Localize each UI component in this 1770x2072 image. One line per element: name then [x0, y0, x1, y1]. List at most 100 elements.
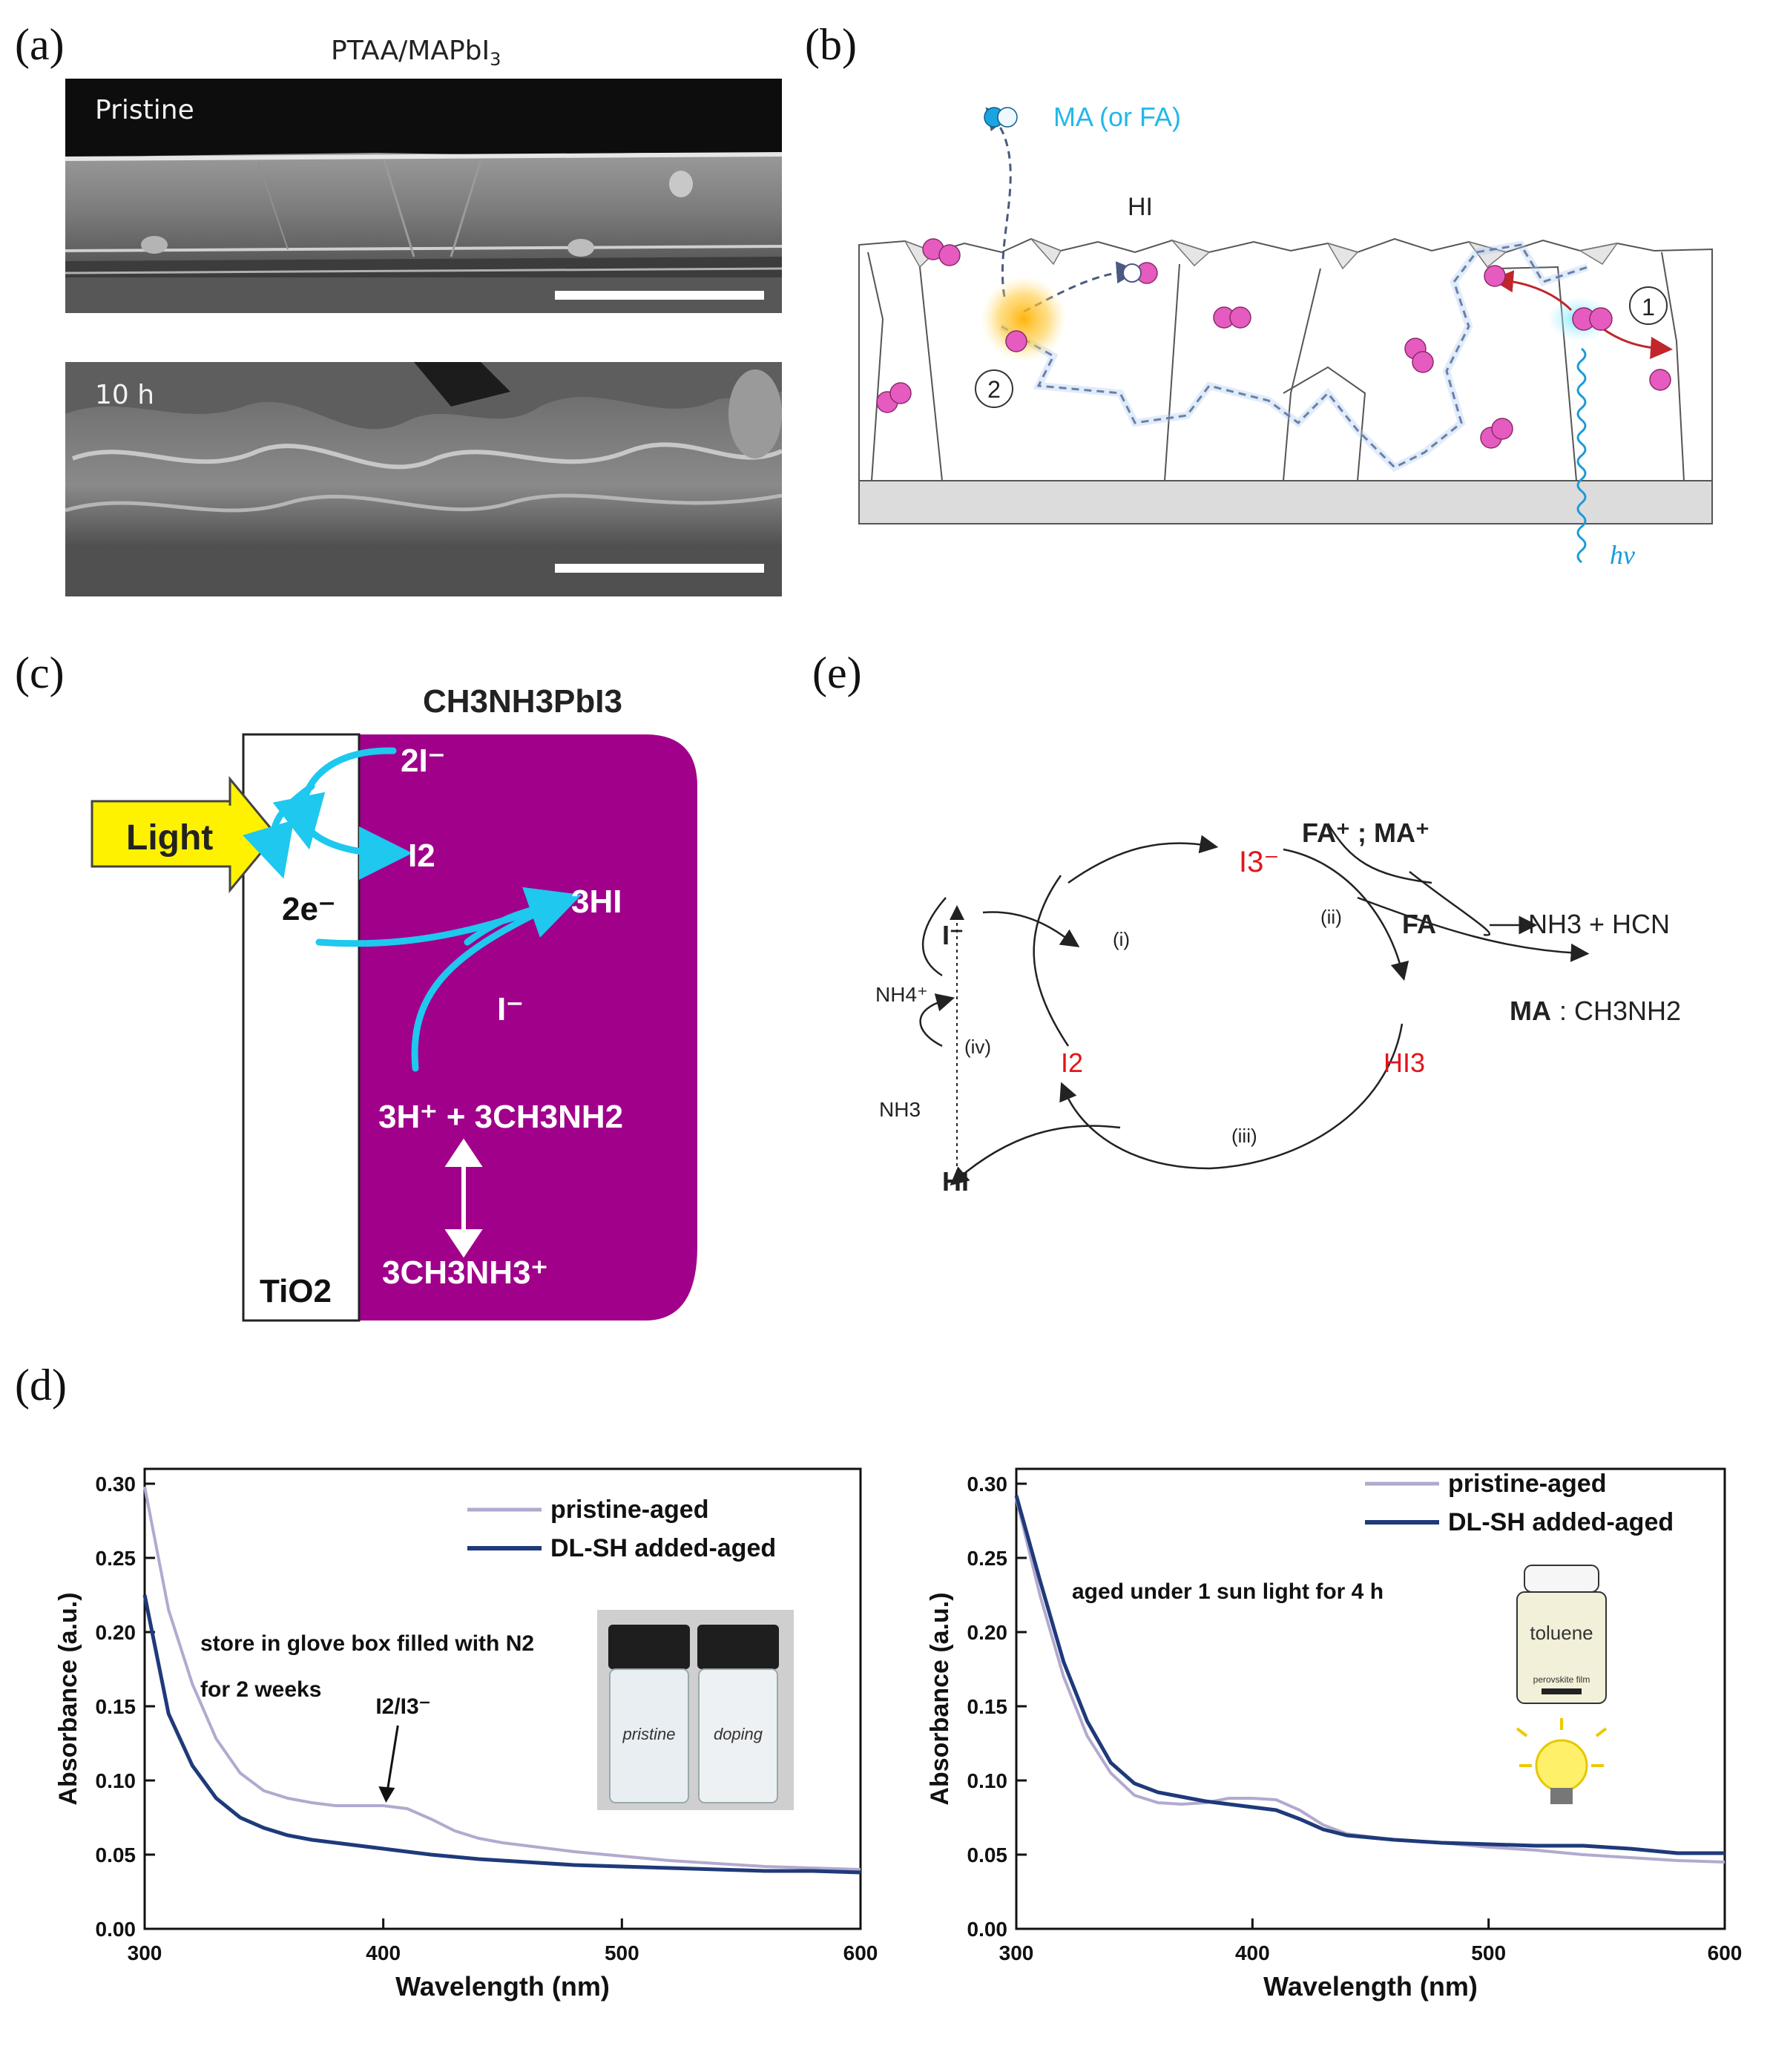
product: 3CH3NH3⁺: [382, 1254, 548, 1291]
panel-a-title: PTAA/MAPbI3: [331, 36, 501, 70]
perovskite-title: CH3NH3PbI3: [423, 683, 622, 720]
e-nh4: NH4⁺: [875, 983, 928, 1006]
scale-bar: [555, 291, 764, 300]
x-tick-label: 400: [1235, 1941, 1270, 1964]
marker-1: 1: [1642, 294, 1655, 320]
e-hi3: HI3: [1384, 1047, 1425, 1078]
annotation-text: store in glove box filled with N2: [200, 1631, 534, 1656]
annotation-text: aged under 1 sun light for 4 h: [1072, 1579, 1384, 1604]
y-tick-label: 0.30: [967, 1473, 1008, 1496]
legend-label: pristine-aged: [1448, 1470, 1606, 1498]
legend-label: pristine-aged: [550, 1496, 708, 1524]
panel-label-e: (e): [812, 648, 862, 697]
series-line: [1015, 1498, 1725, 1864]
bulb-rays-icon: [1516, 1718, 1608, 1767]
y-tick-label: 0.20: [967, 1621, 1008, 1644]
scale-bar: [555, 564, 764, 573]
annotation-arrowhead: [378, 1786, 395, 1803]
sem-image-10h: 10 h: [65, 362, 782, 596]
plot-frame: [143, 1467, 862, 1930]
bottle-label: toluene: [1530, 1622, 1593, 1644]
e-ma-products: : CH3NH2: [1559, 996, 1681, 1026]
plot-frame: [1015, 1467, 1726, 1930]
sem-label-pristine: Pristine: [95, 95, 194, 125]
tio2-label: TiO2: [260, 1273, 332, 1309]
y-tick-label: 0.10: [96, 1769, 136, 1792]
panel-c-schematic: CH3NH3PbI3 Light 2I⁻ I2 2e⁻ 3HI I⁻ 3H⁺ +…: [91, 683, 697, 1322]
absorbance-chart-right: 0.00 0.05 0.10 0.15 0.20 0.25 0.30 300 400 500 600…: [926, 1467, 1743, 2002]
panel-label-c: (c): [15, 648, 65, 697]
series-line: [142, 1594, 861, 1875]
species-3hi: 3HI: [571, 884, 622, 920]
sem-image-pristine: Pristine: [65, 79, 782, 313]
panel-label-b: (b): [805, 20, 857, 69]
species-i2: I2: [408, 838, 435, 874]
x-tick-label: 500: [1471, 1941, 1506, 1964]
absorbance-chart-left: 0.00 0.05 0.10 0.15 0.20 0.25 0.30 300 400 500 600…: [54, 1467, 878, 2002]
y-tick-label: 0.20: [96, 1621, 136, 1644]
y-tick-label: 0.15: [967, 1695, 1008, 1718]
e-ma: MA: [1510, 996, 1551, 1026]
y-tick-label: 0.00: [967, 1918, 1008, 1941]
series-line: [1014, 1495, 1725, 1855]
y-tick-label: 0.25: [96, 1547, 136, 1570]
e-step-iv: (iv): [964, 1036, 991, 1058]
x-tick-label: 300: [999, 1941, 1034, 1964]
vial-glass: [609, 1668, 689, 1803]
legend-label: DL-SH added-aged: [550, 1534, 776, 1562]
ma-fa-label: MA (or FA): [1053, 102, 1181, 132]
y-tick-label: 0.10: [967, 1769, 1008, 1792]
e-fa: FA: [1402, 909, 1436, 939]
bottle-icon: [1516, 1591, 1607, 1704]
panel-label-d: (d): [15, 1361, 67, 1410]
vial-label: pristine: [622, 1725, 676, 1743]
legend-label: DL-SH added-aged: [1448, 1508, 1674, 1536]
x-tick-label: 600: [843, 1941, 878, 1964]
y-tick-label: 0.15: [96, 1695, 136, 1718]
e-step-iii: (iii): [1231, 1125, 1257, 1147]
hv-label: hν: [1610, 540, 1635, 570]
e-fa-products: NH3 + HCN: [1528, 909, 1670, 939]
y-tick-label: 0.00: [96, 1918, 136, 1941]
vial-cap: [608, 1625, 690, 1669]
y-tick-label: 0.05: [96, 1844, 136, 1867]
e-step-i: (i): [1113, 928, 1130, 950]
marker-2: 2: [987, 376, 1001, 403]
species-2i: 2I⁻: [401, 743, 445, 779]
reactants: 3H⁺ + 3CH3NH2: [378, 1099, 623, 1135]
e-fa-ma: FA⁺ ; MA⁺: [1302, 818, 1430, 848]
panel-label-a: (a): [15, 20, 65, 69]
y-axis-label: Absorbance (a.u.): [54, 1592, 82, 1805]
y-tick-label: 0.25: [967, 1547, 1008, 1570]
light-label: Light: [126, 818, 213, 858]
vial-glass: [698, 1668, 778, 1803]
sem-label-10h: 10 h: [95, 380, 155, 410]
species-2e: 2e⁻: [282, 891, 335, 927]
e-nh3: NH3: [879, 1098, 921, 1121]
bulb-icon: [1535, 1739, 1588, 1792]
annotation-text: for 2 weeks: [200, 1677, 321, 1702]
bulb-base-icon: [1550, 1788, 1573, 1804]
e-iminus: I⁻: [942, 920, 964, 950]
series-line: [143, 1486, 861, 1871]
hi-label: HI: [1128, 193, 1153, 221]
e-hi: HI: [942, 1166, 969, 1197]
y-tick-label: 0.05: [967, 1844, 1008, 1867]
e-i2: I2: [1061, 1047, 1083, 1078]
e-i3: I3⁻: [1239, 846, 1279, 878]
species-iminus: I⁻: [497, 991, 523, 1027]
arrow-label: I2/I3⁻: [375, 1694, 430, 1719]
panel-e-cycle: I3⁻ FA⁺ ; MA⁺ FA NH3 + HCN MA : CH3NH2 I…: [875, 818, 1681, 1197]
x-tick-label: 500: [605, 1941, 639, 1964]
bottle-cap-icon: [1524, 1565, 1599, 1593]
e-step-ii: (ii): [1320, 906, 1342, 928]
x-tick-label: 400: [366, 1941, 401, 1964]
vial-cap: [697, 1625, 779, 1669]
x-axis-label: Wavelength (nm): [395, 1971, 610, 2002]
bottle-film-label: perovskite film: [1533, 1674, 1590, 1685]
panel-b-schematic: MA (or FA) HI 1 2 hν: [858, 102, 1713, 570]
x-tick-label: 300: [128, 1941, 162, 1964]
y-tick-label: 0.30: [96, 1473, 136, 1496]
vial-label: doping: [714, 1725, 763, 1743]
x-tick-label: 600: [1708, 1941, 1743, 1964]
